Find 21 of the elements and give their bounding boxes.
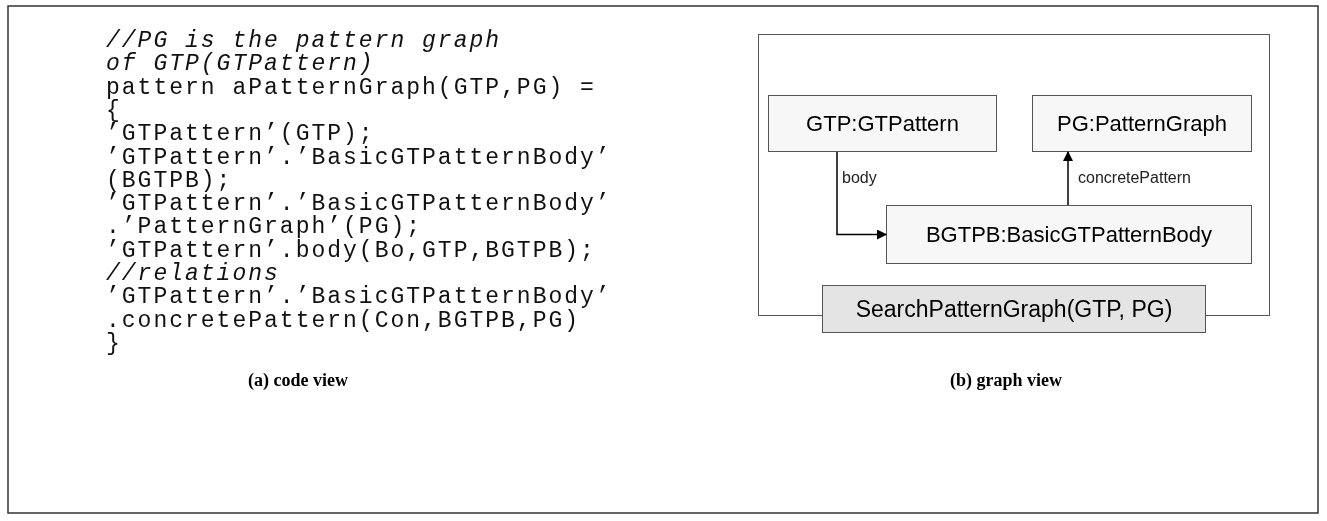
code-line: .concretePattern(Con,BGTPB,PG) [106, 309, 581, 333]
code-line: { [106, 99, 122, 124]
object-box: PG:PatternGraph [1032, 95, 1252, 152]
code-comment: of GTP(GTPattern) [106, 53, 375, 77]
operation-box: SearchPatternGraph(GTP, PG) [822, 285, 1206, 333]
edge-label: body [841, 168, 878, 187]
object-box: GTP:GTPattern [768, 95, 997, 152]
code-line: pattern aPatternGraph(GTP,PG) = [106, 76, 596, 100]
association-arrow [1063, 151, 1073, 206]
code-line: ’GTPattern’.body(Bo,GTP,BGTPB); [106, 239, 596, 263]
code-line: ’GTPattern’.’BasicGTPatternBody’ [106, 146, 612, 170]
object-box: BGTPB:BasicGTPatternBody [886, 205, 1252, 264]
code-line: ’GTPattern’.’BasicGTPatternBody’ [106, 193, 612, 217]
panel-caption: (a) code view [248, 370, 348, 391]
code-line: } [106, 332, 122, 357]
code-line: ’GTPattern’.’BasicGTPatternBody’ [106, 286, 612, 310]
association-arrow [836, 151, 887, 240]
code-line: (BGTPB); [106, 169, 233, 194]
code-line: ’GTPattern’(GTP); [106, 123, 375, 147]
panel-caption: (b) graph view [950, 370, 1062, 391]
code-line: .’PatternGraph’(PG); [106, 216, 423, 240]
